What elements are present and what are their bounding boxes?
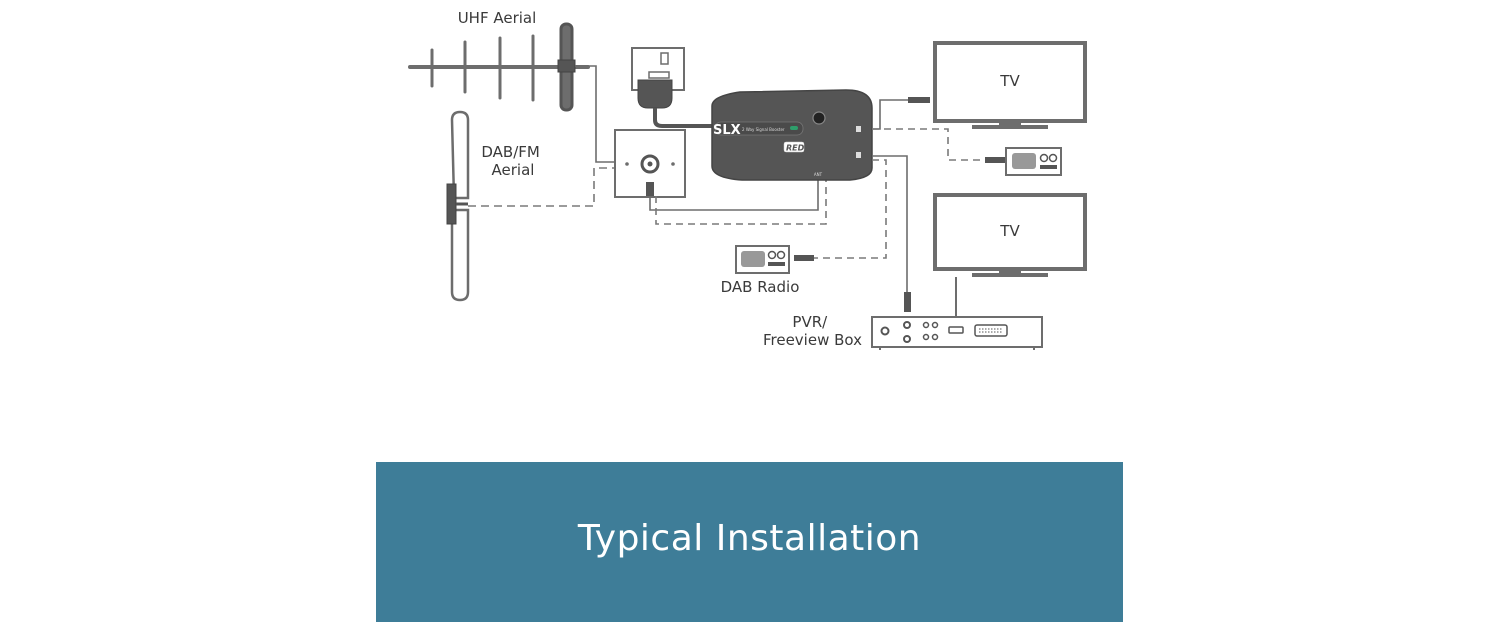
booster-ant-label: ANT xyxy=(814,172,823,177)
dab-radio-bottom xyxy=(735,245,790,274)
dab-fm-aerial-label: DAB/FM Aerial xyxy=(481,143,544,179)
dab-fm-label-line1: DAB/FM xyxy=(481,143,539,161)
plate-to-booster-dab-cable xyxy=(655,172,827,225)
mains-socket xyxy=(631,47,685,109)
booster-to-radio-top-cable xyxy=(872,128,990,161)
dab-radio-top xyxy=(1005,147,1062,176)
radio-bottom-connector xyxy=(794,255,814,261)
power-lead xyxy=(653,108,712,128)
aerial-wall-plate xyxy=(614,129,686,198)
signal-booster: SLX 2 Way Signal Booster RED ANT xyxy=(711,89,873,181)
plate-to-booster-cable xyxy=(649,172,819,211)
booster-badge: RED xyxy=(786,144,805,153)
pvr-label: PVR/ Freeview Box xyxy=(763,313,862,349)
radio-top-connector xyxy=(985,157,1005,163)
uhf-aerial-label: UHF Aerial xyxy=(458,9,537,27)
booster-gain-knob-icon xyxy=(812,111,826,125)
tv-top xyxy=(933,41,1087,129)
pvr-label-line1: PVR/ xyxy=(792,313,828,331)
booster-logo: SLX xyxy=(713,123,741,138)
banner-title: Typical Installation xyxy=(577,517,922,559)
dab-fm-aerial xyxy=(446,110,470,302)
tv-top-label: TV xyxy=(999,72,1020,90)
booster-model-text: 2 Way Signal Booster xyxy=(742,127,785,132)
booster-to-radio-bottom-cable xyxy=(810,159,887,259)
tv-bottom-label: TV xyxy=(999,222,1020,240)
pvr-label-line2: Freeview Box xyxy=(763,331,862,349)
pvr-box xyxy=(871,316,1043,350)
tv-top-connector xyxy=(908,97,930,103)
dab-aerial-cable xyxy=(468,167,615,207)
section-banner: Typical Installation xyxy=(376,462,1123,622)
uhf-aerial xyxy=(408,22,590,112)
tv-bottom xyxy=(933,193,1087,277)
uhf-cable xyxy=(575,65,615,163)
booster-to-tv-top-cable xyxy=(872,99,908,130)
booster-led-icon xyxy=(790,126,798,130)
dab-fm-label-line2: Aerial xyxy=(492,161,535,179)
dab-radio-label: DAB Radio xyxy=(721,278,800,296)
pvr-connector xyxy=(904,292,911,312)
booster-output-port-2 xyxy=(856,152,861,158)
booster-to-pvr-cable xyxy=(872,155,908,292)
booster-output-port-1 xyxy=(856,126,861,132)
